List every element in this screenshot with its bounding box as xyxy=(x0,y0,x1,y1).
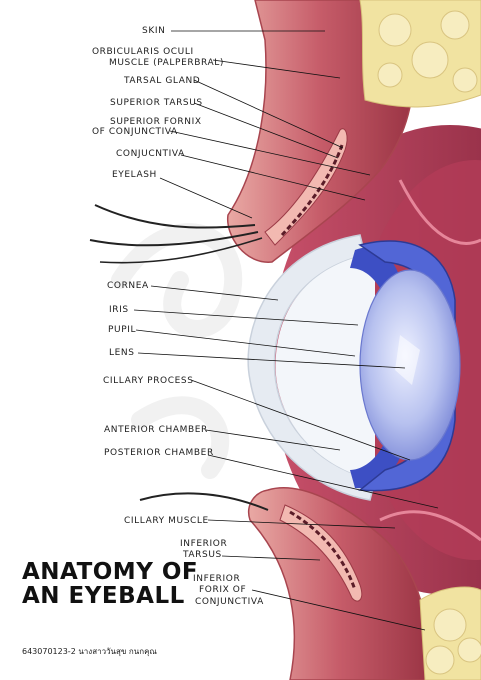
leader-lens xyxy=(137,352,406,369)
leader-superior-fornix xyxy=(169,130,371,176)
lower-eyelash xyxy=(139,492,269,511)
leader-pupil xyxy=(135,329,356,357)
leader-conjunctiva xyxy=(180,154,366,201)
label-superior-fornix: SUPERIOR FORNIX xyxy=(110,117,202,127)
label-posterior-chamber: POSTERIOR CHAMBER xyxy=(104,448,214,458)
label-superior-fornix-sub: OF CONJUNCTIVA xyxy=(92,127,178,137)
label-cornea: CORNEA xyxy=(107,281,149,291)
upper-eyelash-2 xyxy=(89,231,259,247)
leader-ciliary-muscle xyxy=(207,519,396,529)
upper-eyelash-1 xyxy=(94,204,256,229)
label-inferior-fornix: INFERIOR xyxy=(193,574,241,584)
upper-eyelash-3 xyxy=(99,237,263,264)
label-ciliary-muscle: CILLARY MUSCLE xyxy=(124,516,209,526)
label-inferior-tarsus: INFERIOR xyxy=(180,539,228,549)
leader-cornea xyxy=(150,285,279,301)
label-iris: IRIS xyxy=(109,305,129,315)
leader-orbicularis xyxy=(212,59,341,79)
label-superior-tarsus: SUPERIOR TARSUS xyxy=(110,98,203,108)
label-skin: SKIN xyxy=(142,26,166,36)
choroid-vessels xyxy=(379,179,481,542)
background-swirl xyxy=(111,223,243,479)
leader-lines xyxy=(133,30,439,631)
leader-ciliary-process xyxy=(190,379,411,461)
anterior-chamber xyxy=(275,255,375,480)
leader-iris xyxy=(133,309,359,326)
diagram-title: ANATOMY OF AN EYEBALL xyxy=(22,559,199,609)
lower-tarsus xyxy=(279,504,363,602)
author-credit: 643070123-2 นางสาววันสุข กนกคุณ xyxy=(22,647,157,656)
leader-inferior-fornix xyxy=(251,589,426,631)
leader-posterior-chamber xyxy=(207,454,439,509)
label-pupil: PUPIL xyxy=(108,325,137,335)
label-anterior-chamber: ANTERIOR CHAMBER xyxy=(104,425,208,435)
lens-highlight xyxy=(395,335,420,385)
label-orbicularis: ORBICULARIS OCULI xyxy=(92,47,194,57)
label-conjunctiva: CONJUCNTIVA xyxy=(116,149,185,159)
label-ciliary-process: CILLARY PROCESS xyxy=(103,376,194,386)
leader-eyelash xyxy=(159,177,253,219)
label-inferior-tarsus-sub: TARSUS xyxy=(183,550,222,560)
label-inferior-fornix-sub2: CONJUNCTIVA xyxy=(195,597,264,607)
leader-tarsal-gland xyxy=(193,79,344,149)
label-inferior-fornix-sub: FORIX OF xyxy=(199,585,247,595)
upper-tarsus xyxy=(264,128,348,246)
leader-anterior-chamber xyxy=(205,429,341,451)
label-eyelash: EYELASH xyxy=(112,170,157,180)
leader-inferior-tarsus xyxy=(221,555,321,561)
label-tarsal-gland: TARSAL GLAND xyxy=(124,76,201,86)
tarsal-gland xyxy=(280,144,344,237)
lower-tarsal-gland xyxy=(289,510,357,591)
label-lens: LENS xyxy=(109,348,135,358)
label-orbicularis-sub: MUSCLE (PALPERBRAL) xyxy=(109,58,224,68)
leader-superior-tarsus xyxy=(193,102,339,159)
